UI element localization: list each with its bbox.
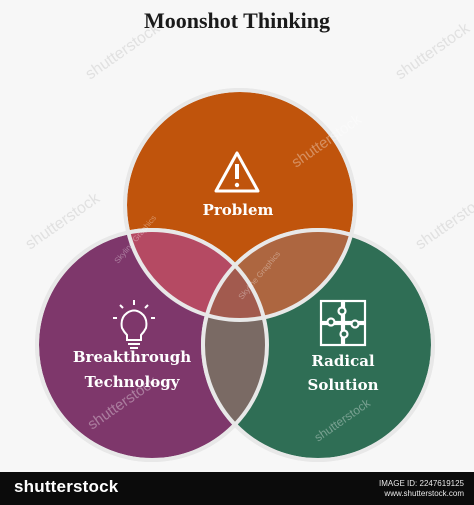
radical-label-line2: Solution [308, 376, 379, 394]
breakthrough-outline [35, 228, 269, 462]
watermark-text: shutterstock [393, 19, 474, 83]
radical-outline [201, 228, 435, 462]
watermark-text: shutterstock [413, 189, 474, 253]
problem-label: Problem [203, 201, 274, 219]
footer-brand: shutterstock [14, 477, 119, 496]
breakthrough-label-line1: Breakthrough [73, 348, 191, 366]
lightbulb-icon [113, 300, 155, 349]
footer-image-id: IMAGE ID: 2247619125 [379, 479, 464, 488]
puzzle-icon [319, 299, 367, 347]
footer-site: www.shutterstock.com [384, 489, 464, 498]
overlap-problem-breakthrough [125, 230, 267, 320]
footer-bar: shutterstock IMAGE ID: 2247619125 www.sh… [0, 472, 474, 505]
overlap-problem-radical [203, 230, 355, 320]
footer-meta: IMAGE ID: 2247619125 www.shutterstock.co… [379, 479, 464, 499]
breakthrough-label-line2: Technology [85, 373, 181, 391]
warning-icon [214, 151, 260, 193]
radical-label-line1: Radical [311, 352, 375, 370]
watermark-text: shutterstock [83, 19, 164, 83]
page-title: Moonshot Thinking [143, 8, 331, 33]
watermark-text: shutterstock [23, 189, 104, 253]
problem-outline [123, 88, 357, 322]
